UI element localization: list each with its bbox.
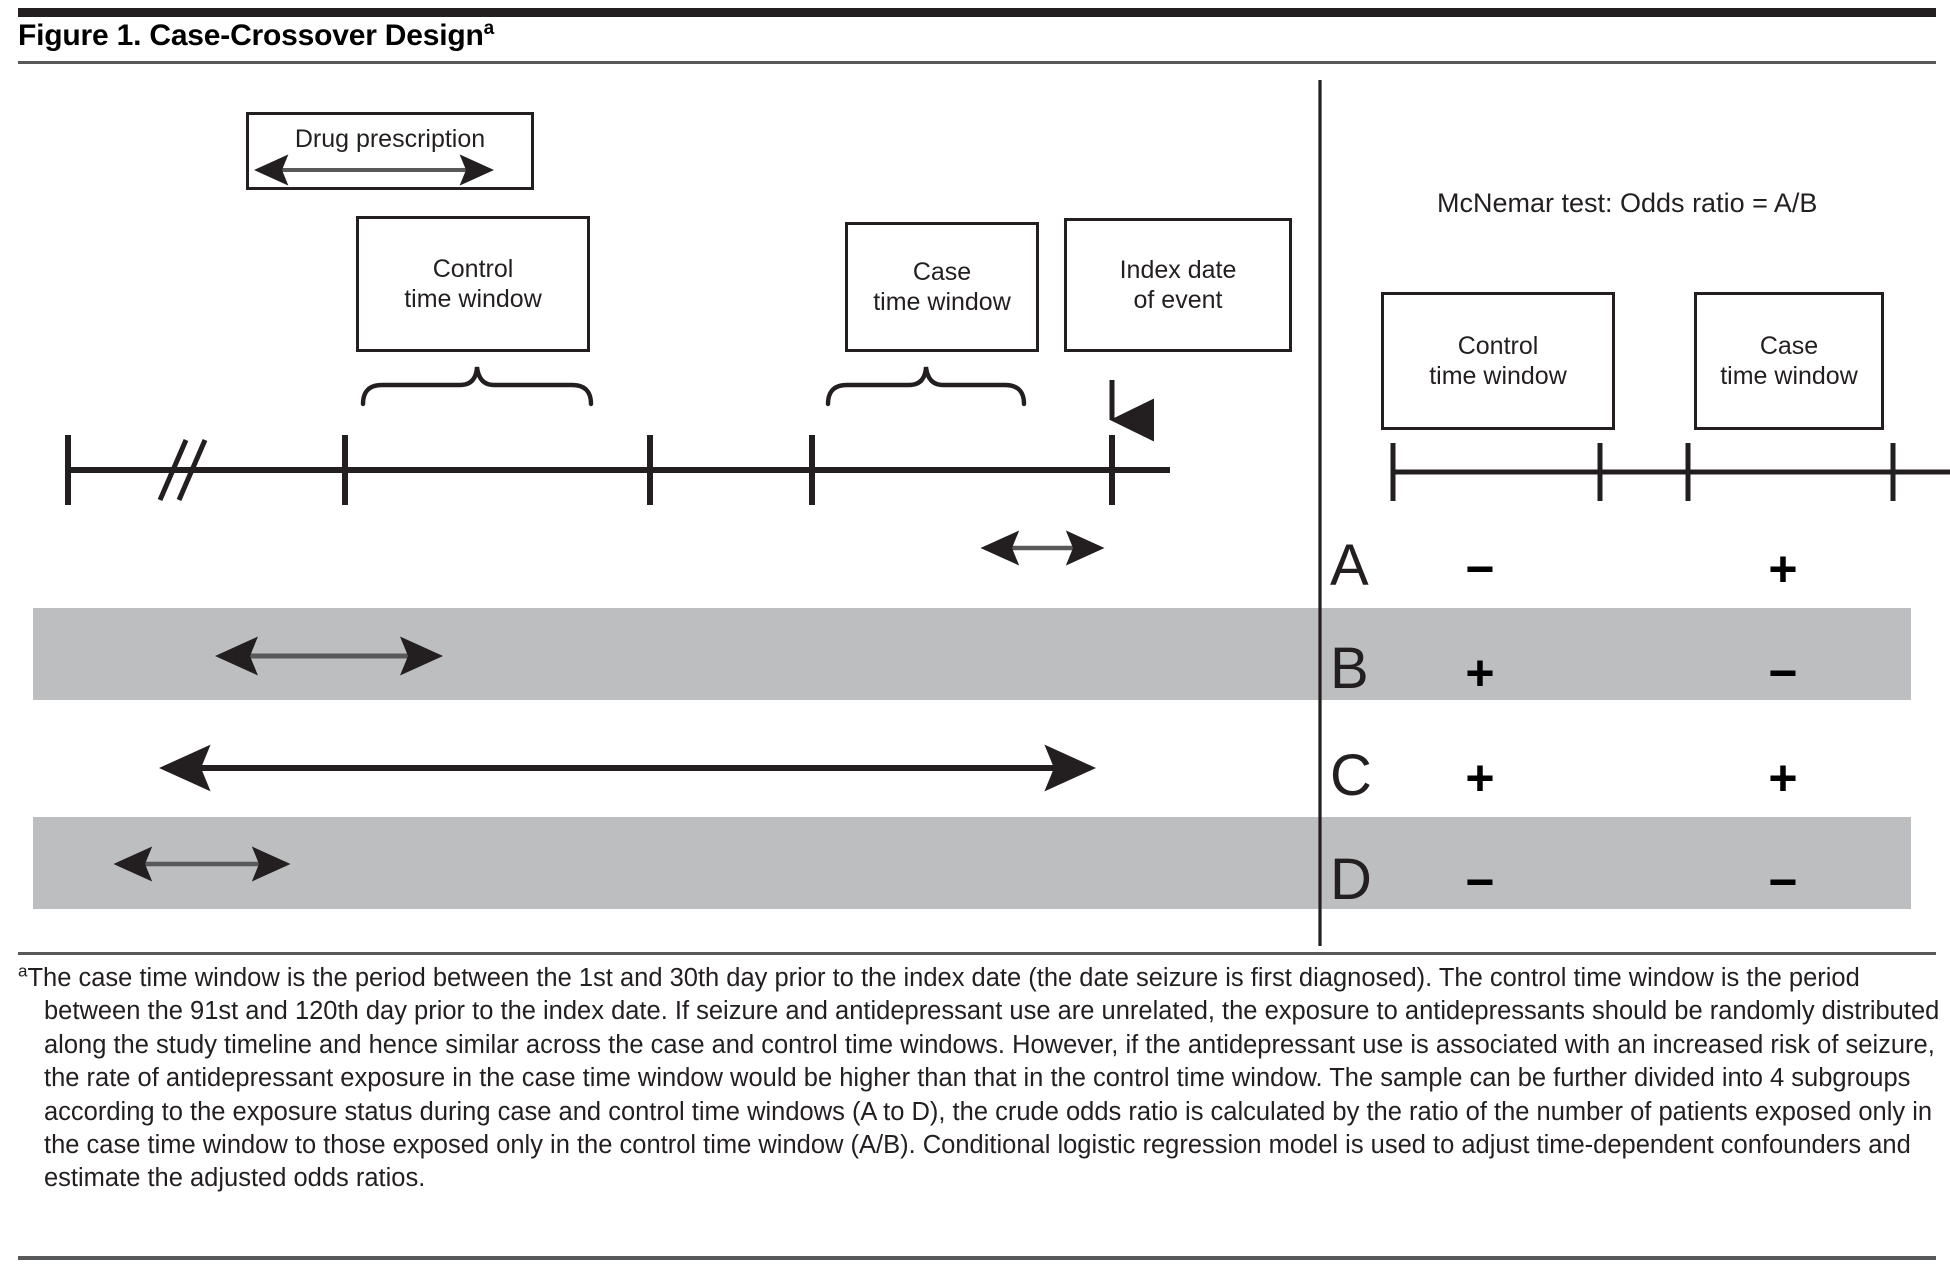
- footnote-text: The case time window is the period betwe…: [27, 964, 1940, 1193]
- index-date-label-line2: of event: [1133, 286, 1223, 314]
- group-letter-a: A: [1330, 533, 1369, 598]
- group-letter-b: B: [1330, 636, 1369, 701]
- right-control-label-line2: time window: [1429, 362, 1567, 390]
- exposure-sign-d-case: −: [1768, 854, 1798, 910]
- mcnemar-test-caption: McNemar test: Odds ratio = A/B: [1437, 188, 1818, 218]
- control-window-brace: [360, 366, 594, 407]
- case-time-window-label-line2: time window: [873, 288, 1011, 316]
- case-window-brace: [825, 366, 1027, 407]
- figure-footnote: aThe case time window is the period betw…: [18, 962, 1950, 1196]
- exposure-sign-c-control: +: [1465, 750, 1495, 806]
- top-rule: [18, 8, 1936, 17]
- control-time-window-label-line1: Control: [432, 254, 514, 283]
- index-date-label-line1: Index date: [1119, 255, 1237, 284]
- drug-prescription-label: Drug prescription: [294, 125, 486, 153]
- control-time-window-label-line2: time window: [404, 285, 542, 313]
- row-band-d: [33, 817, 1911, 909]
- footnote-top-rule: [18, 952, 1936, 955]
- right-control-time-window-box: Control time window: [1381, 292, 1615, 430]
- footnote-marker: a: [18, 961, 28, 981]
- group-letter-c: C: [1330, 743, 1372, 808]
- case-time-window-box: Case time window: [845, 222, 1039, 352]
- control-time-window-box: Control time window: [356, 216, 590, 352]
- exposure-sign-b-case: −: [1768, 645, 1798, 701]
- case-time-window-label-line1: Case: [912, 257, 972, 286]
- right-case-label-line2: time window: [1720, 362, 1858, 390]
- drug-prescription-box: Drug prescription: [246, 112, 534, 190]
- right-control-label-line1: Control: [1457, 331, 1539, 360]
- exposure-sign-b-control: +: [1465, 645, 1495, 701]
- exposure-sign-d-control: −: [1465, 854, 1495, 910]
- right-case-time-window-box: Case time window: [1694, 292, 1884, 430]
- right-case-label-line1: Case: [1759, 331, 1819, 360]
- index-date-box: Index date of event: [1064, 218, 1292, 352]
- timeline-break-mark-2: [176, 439, 208, 501]
- bottom-rule: [18, 1256, 1936, 1260]
- figure-title-text: Figure 1. Case-Crossover Design: [18, 19, 484, 52]
- exposure-sign-a-case: +: [1768, 541, 1798, 597]
- exposure-sign-a-control: −: [1465, 541, 1495, 597]
- figure-title-footnote-marker: a: [483, 18, 495, 39]
- timeline-break-mark-1: [157, 439, 189, 501]
- page-title: Figure 1. Case-Crossover Designa: [18, 19, 494, 53]
- title-underline-rule: [18, 61, 1936, 64]
- exposure-sign-c-case: +: [1768, 750, 1798, 806]
- group-letter-d: D: [1330, 847, 1372, 912]
